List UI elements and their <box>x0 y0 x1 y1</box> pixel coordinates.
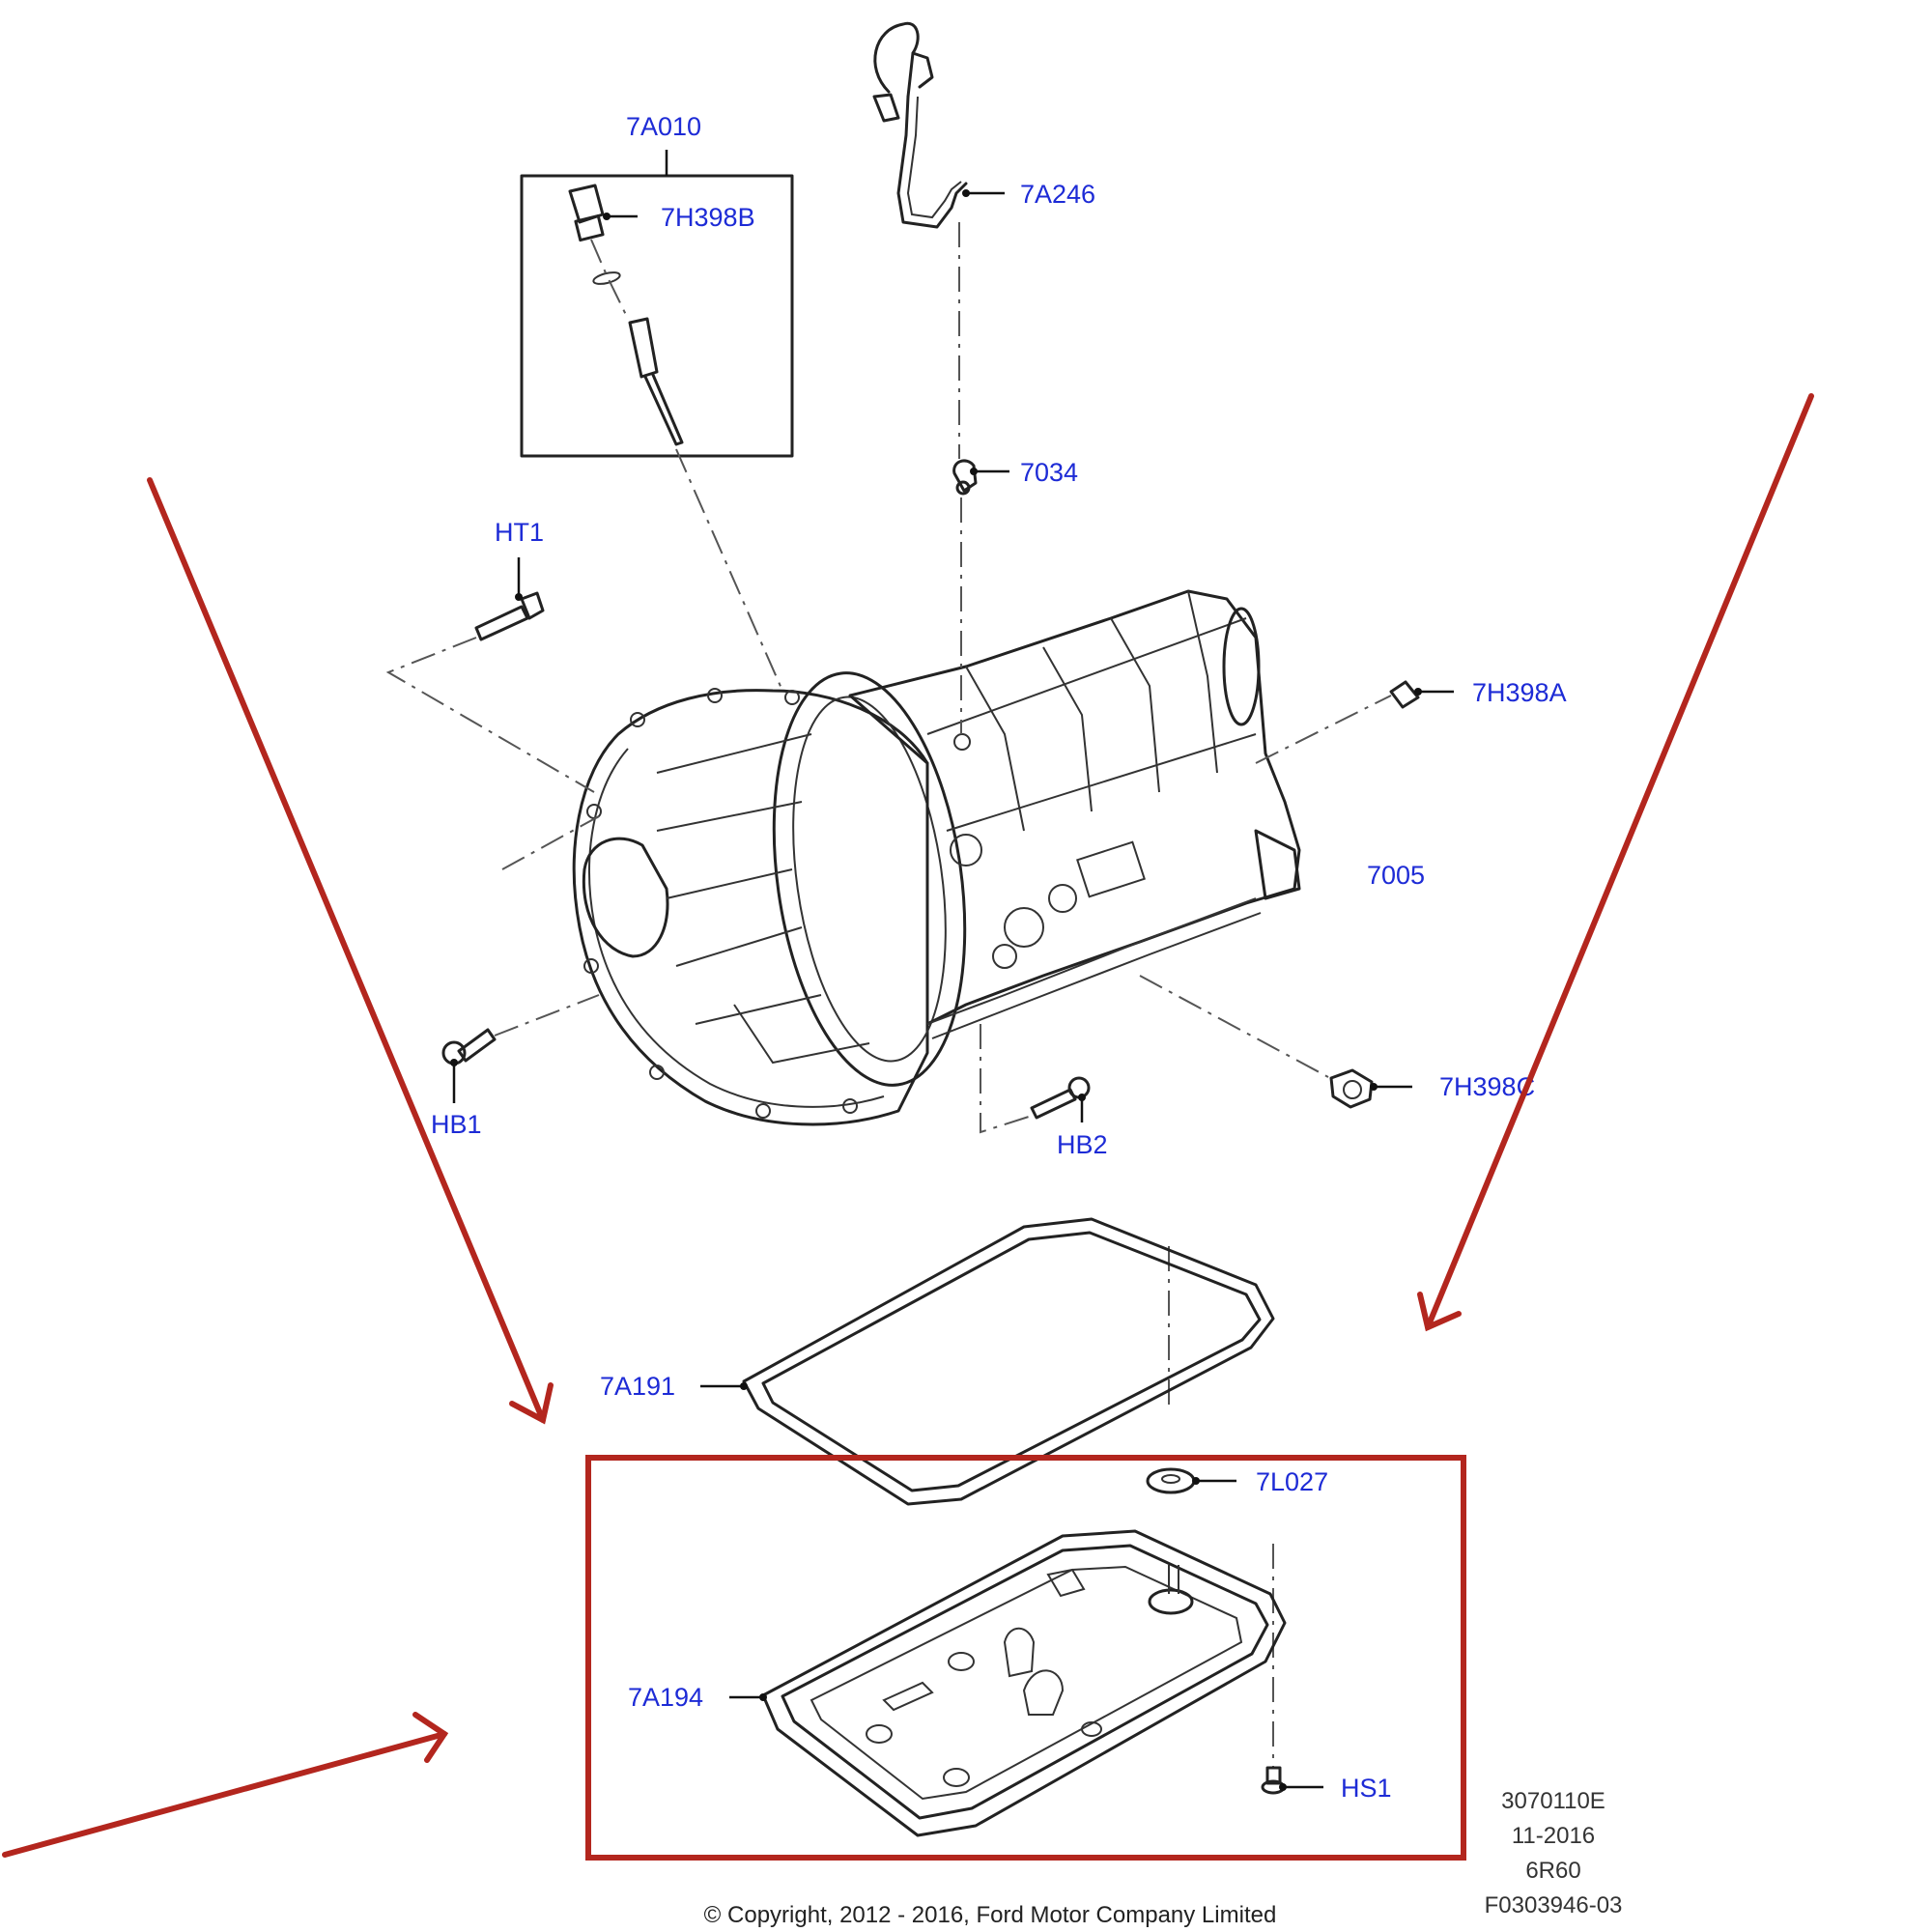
callout-7a194: 7A194 <box>628 1683 703 1712</box>
red-annotations <box>2 393 1814 1861</box>
plug-7h398a <box>1389 680 1454 709</box>
bolt-hb1 <box>441 1028 497 1103</box>
info-line-2: 11-2016 <box>1512 1823 1595 1849</box>
kit-7a010-box <box>520 150 794 458</box>
callout-ht1: HT1 <box>495 518 544 547</box>
assembly-centerlines <box>385 222 1392 1768</box>
callout-hs1: HS1 <box>1341 1774 1392 1803</box>
washer-7l027 <box>1146 1467 1236 1494</box>
callout-7a246: 7A246 <box>1020 180 1095 209</box>
callout-7h398c: 7H398C <box>1439 1072 1535 1101</box>
info-line-1: 3070110E <box>1501 1788 1605 1814</box>
callout-7034: 7034 <box>1020 458 1078 487</box>
info-line-3: 6R60 <box>1525 1858 1580 1884</box>
annotation-arrow-left <box>147 477 546 1423</box>
copyright-notice: © Copyright, 2012 - 2016, Ford Motor Com… <box>704 1902 1277 1928</box>
callout-hb1: HB1 <box>431 1110 482 1139</box>
callout-7h398b: 7H398B <box>661 203 755 232</box>
plug-7h398c <box>1329 1068 1412 1109</box>
callout-7a191: 7A191 <box>600 1372 675 1401</box>
callout-7005: 7005 <box>1367 861 1425 890</box>
annotation-arrow-right <box>1425 393 1814 1330</box>
screw-hs1 <box>1261 1766 1323 1795</box>
oil-pan-7a194 <box>729 1529 1287 1837</box>
vent-7034 <box>952 459 1009 496</box>
callout-7l027: 7L027 <box>1256 1467 1328 1496</box>
annotation-arrow-bottom <box>2 1731 447 1858</box>
drawing-info-block: 3070110E 11-2016 6R60 F0303946-03 <box>1485 1788 1623 1918</box>
transmission-case <box>572 589 1301 1126</box>
bolt-ht1 <box>474 557 545 641</box>
info-line-4: F0303946-03 <box>1485 1892 1623 1918</box>
bolt-hb2 <box>1030 1076 1091 1122</box>
callout-hb2: HB2 <box>1057 1130 1108 1159</box>
vent-tube-7a246 <box>872 21 1005 229</box>
callout-7a010: 7A010 <box>626 112 701 141</box>
callout-7h398a: 7H398A <box>1472 678 1567 707</box>
pan-gasket-7a191 <box>700 1217 1275 1506</box>
highlight-box <box>585 1455 1466 1861</box>
